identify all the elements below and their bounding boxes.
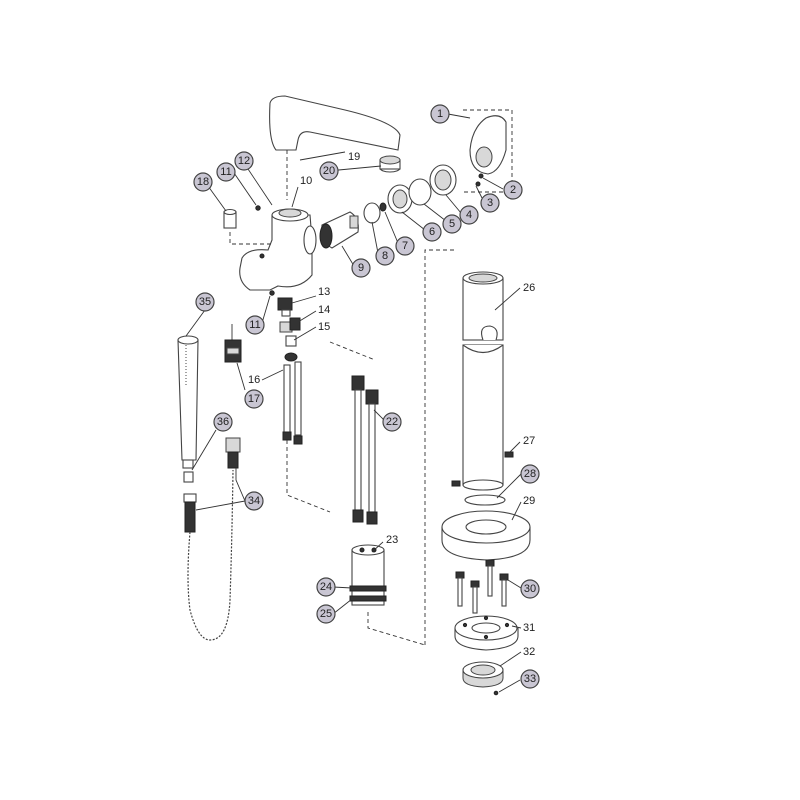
callout-34: 34 [244, 491, 264, 511]
callout-11-lower: 11 [245, 315, 265, 335]
callout-1: 1 [430, 104, 450, 124]
callout-2: 2 [503, 180, 523, 200]
svg-text:8: 8 [382, 250, 388, 262]
nut-part [462, 661, 504, 696]
callout-5: 5 [442, 214, 462, 234]
svg-text:12: 12 [238, 155, 250, 167]
callout-24: 24 [316, 577, 336, 597]
label-31: 31 [523, 622, 535, 634]
flex-hoses-part [329, 341, 379, 525]
svg-text:5: 5 [449, 218, 455, 230]
svg-text:36: 36 [217, 416, 229, 428]
nipples-part [277, 297, 301, 362]
svg-text:2: 2 [510, 184, 516, 196]
label-32: 32 [523, 646, 535, 658]
svg-text:24: 24 [320, 581, 332, 593]
svg-text:9: 9 [358, 262, 364, 274]
label-23: 23 [386, 534, 398, 546]
label-16: 16 [248, 374, 260, 386]
svg-text:25: 25 [320, 608, 332, 620]
callout-17: 17 [244, 389, 264, 409]
base-plate-part [441, 510, 531, 561]
flange-part [454, 615, 519, 651]
label-27: 27 [523, 435, 535, 447]
o-ring-part [464, 494, 506, 506]
svg-text:20: 20 [323, 165, 335, 177]
label-14: 14 [318, 304, 330, 316]
callout-7: 7 [395, 236, 415, 256]
callout-22: 22 [382, 412, 402, 432]
callout-9: 9 [351, 258, 371, 278]
callout-18: 18 [193, 172, 213, 192]
callout-30: 30 [520, 579, 540, 599]
svg-text:6: 6 [429, 226, 435, 238]
rings-part [363, 164, 457, 224]
screws-part [455, 559, 509, 614]
callout-33: 33 [520, 669, 540, 689]
label-29: 29 [523, 495, 535, 507]
svg-text:22: 22 [386, 416, 398, 428]
svg-text:18: 18 [197, 176, 209, 188]
callout-4: 4 [459, 205, 479, 225]
svg-text:7: 7 [402, 240, 408, 252]
diverter-part [224, 324, 242, 363]
svg-text:17: 17 [248, 393, 260, 405]
label-10: 10 [300, 175, 312, 187]
svg-text:35: 35 [199, 296, 211, 308]
column-part [424, 249, 514, 645]
callout-36: 36 [213, 412, 233, 432]
callout-11-upper: 11 [216, 162, 236, 182]
cartridge-part [319, 211, 359, 249]
hand-shower-part [177, 335, 199, 483]
callout-35: 35 [195, 292, 215, 312]
label-19: 19 [348, 151, 360, 163]
callout-28: 28 [520, 464, 540, 484]
callout-25: 25 [316, 604, 336, 624]
part-18 [223, 208, 272, 245]
svg-text:11: 11 [220, 166, 231, 178]
leader-lines [185, 113, 522, 693]
svg-text:4: 4 [466, 209, 472, 221]
svg-text:33: 33 [524, 673, 536, 685]
label-26: 26 [523, 282, 535, 294]
svg-text:30: 30 [524, 583, 536, 595]
svg-text:34: 34 [248, 495, 260, 507]
svg-text:28: 28 [524, 468, 536, 480]
label-13: 13 [318, 286, 330, 298]
callout-20: 20 [319, 161, 339, 181]
valve-body-part [349, 544, 426, 646]
handle-part [463, 109, 513, 193]
callout-8: 8 [375, 246, 395, 266]
svg-text:3: 3 [487, 197, 493, 209]
svg-text:11: 11 [249, 319, 260, 331]
mixer-body-part [239, 205, 317, 296]
shower-hose-part [183, 437, 241, 641]
svg-text:1: 1 [437, 108, 443, 120]
callout-6: 6 [422, 222, 442, 242]
label-15: 15 [318, 321, 330, 333]
tubes-part [282, 361, 331, 513]
spout-part [269, 95, 401, 200]
aerator-part [379, 155, 401, 173]
callout-12: 12 [234, 151, 254, 171]
callout-3: 3 [480, 193, 500, 213]
